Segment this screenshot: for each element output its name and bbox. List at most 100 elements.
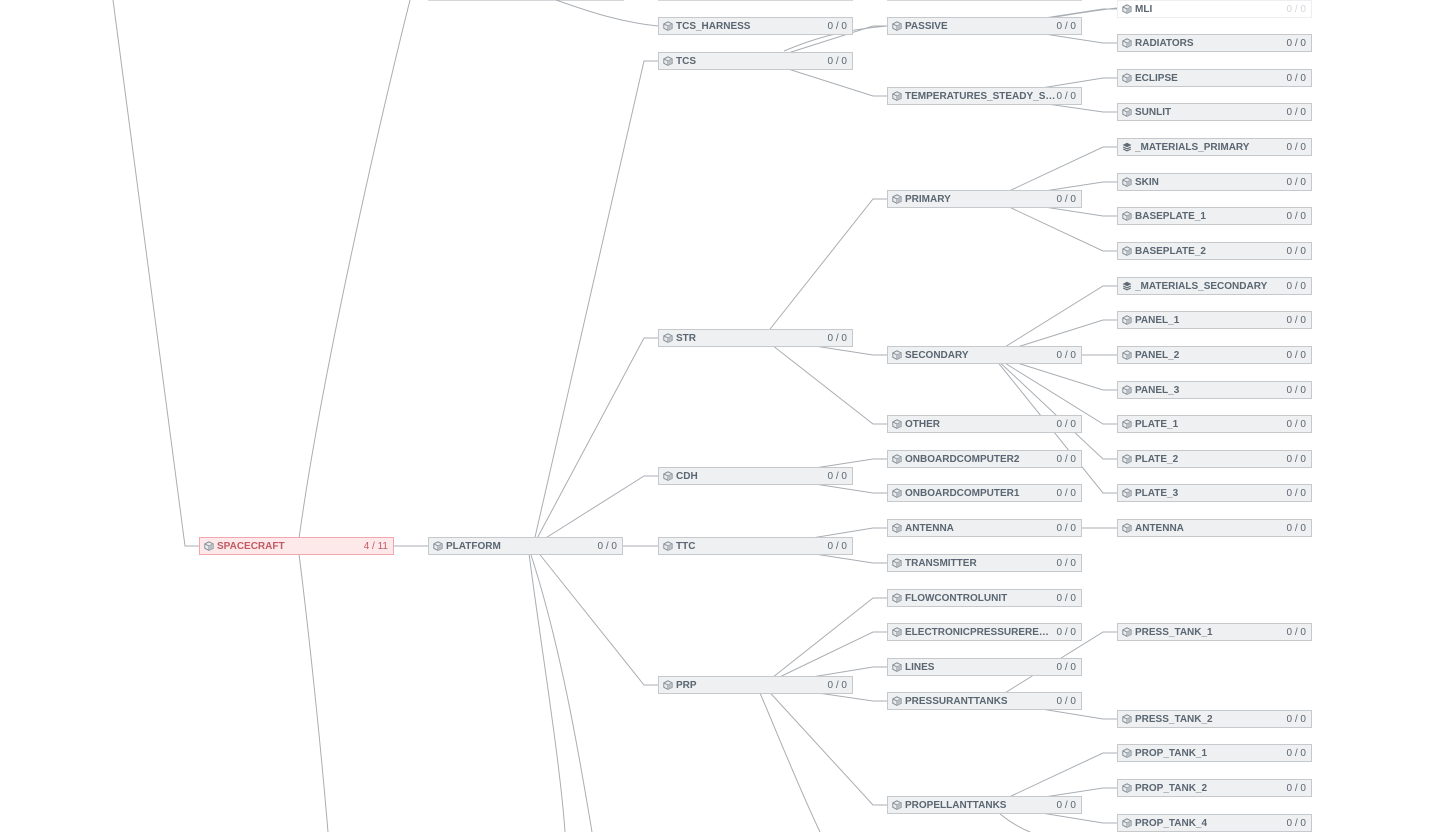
node-count: 0 / 0: [1056, 418, 1076, 430]
node-count: 0 / 0: [1286, 314, 1306, 326]
node-label: FLOWCONTROLUNIT: [905, 592, 1008, 604]
node-label: MLI: [1135, 3, 1153, 15]
node-count: 0 / 0: [1286, 280, 1306, 292]
cube-icon: [204, 541, 214, 551]
node-label: BASEPLATE_2: [1135, 245, 1206, 257]
node-count: 0 / 0: [1056, 557, 1076, 569]
edge-propellanttanks-to-prop-tank-1: [991, 752, 1117, 806]
node-label: PLATE_2: [1135, 453, 1179, 465]
node-label: CDH: [676, 470, 698, 482]
node-count: 0 / 0: [597, 540, 617, 552]
node-count: 0 / 0: [1056, 90, 1076, 102]
node-antenna-ttc[interactable]: ANTENNA 0 / 0: [887, 519, 1082, 537]
edge-tcs-to-temperatures-steady-state: [762, 60, 887, 97]
cube-icon: [892, 454, 902, 464]
node-count: 0 / 0: [827, 55, 847, 67]
cube-icon: [1122, 73, 1132, 83]
node-label: PRESS_TANK_2: [1135, 713, 1213, 725]
node-label: PANEL_1: [1135, 314, 1180, 326]
edge-tcs-to-passive: [762, 25, 887, 62]
node-electronicpressureregulator[interactable]: ELECTRONICPRESSUREREGULATOR...0 / 0: [887, 623, 1082, 641]
cube-icon: [892, 350, 902, 360]
node-str[interactable]: STR 0 / 0: [658, 329, 853, 347]
node-label: STR: [676, 332, 696, 344]
cube-icon: [1122, 38, 1132, 48]
node-label: _MATERIALS_SECONDARY: [1135, 280, 1268, 292]
edge-stub: [999, 813, 1031, 832]
node-count: 0 / 0: [1286, 418, 1306, 430]
cube-icon: [1122, 783, 1132, 793]
edge-stub: [527, 545, 566, 832]
node-panel-1[interactable]: PANEL_1 0 / 0: [1117, 311, 1312, 329]
node-label: SECONDARY: [905, 349, 969, 361]
cube-icon: [1122, 488, 1132, 498]
node-count: 0 / 0: [1286, 782, 1306, 794]
node-count: 0 / 0: [1286, 817, 1306, 829]
node-label: PRIMARY: [905, 193, 951, 205]
edge-pressuranttanks-to-press-tank-1: [991, 631, 1117, 702]
node-label: PRESS_TANK_1: [1135, 626, 1213, 638]
node-count: 4 / 11: [363, 540, 388, 552]
cube-icon: [892, 419, 902, 429]
node-count: 0 / 0: [1286, 37, 1306, 49]
node-count: 0 / 0: [1286, 141, 1306, 153]
node-count: 0 / 0: [1286, 626, 1306, 638]
node-materials-secondary[interactable]: _MATERIALS_SECONDARY 0 / 0: [1117, 277, 1312, 295]
node-count: 0 / 0: [1056, 695, 1076, 707]
cube-icon: [663, 680, 673, 690]
cube-icon: [663, 333, 673, 343]
node-count: 0 / 0: [1056, 522, 1076, 534]
cube-icon: [1122, 523, 1132, 533]
node-label: TCS_HARNESS: [676, 20, 751, 32]
node-label: PANEL_3: [1135, 384, 1180, 396]
node-label: ANTENNA: [905, 522, 954, 534]
node-count: 0 / 0: [827, 332, 847, 344]
node-label: PASSIVE: [905, 20, 948, 32]
node-press-tank-1[interactable]: PRESS_TANK_1 0 / 0: [1117, 623, 1312, 641]
edge-primary-to-baseplate-2: [991, 198, 1117, 252]
layers-icon: [1122, 142, 1132, 152]
cube-icon: [892, 21, 902, 31]
cube-icon: [1122, 177, 1132, 187]
node-count: 0 / 0: [1056, 626, 1076, 638]
cube-icon: [1122, 350, 1132, 360]
